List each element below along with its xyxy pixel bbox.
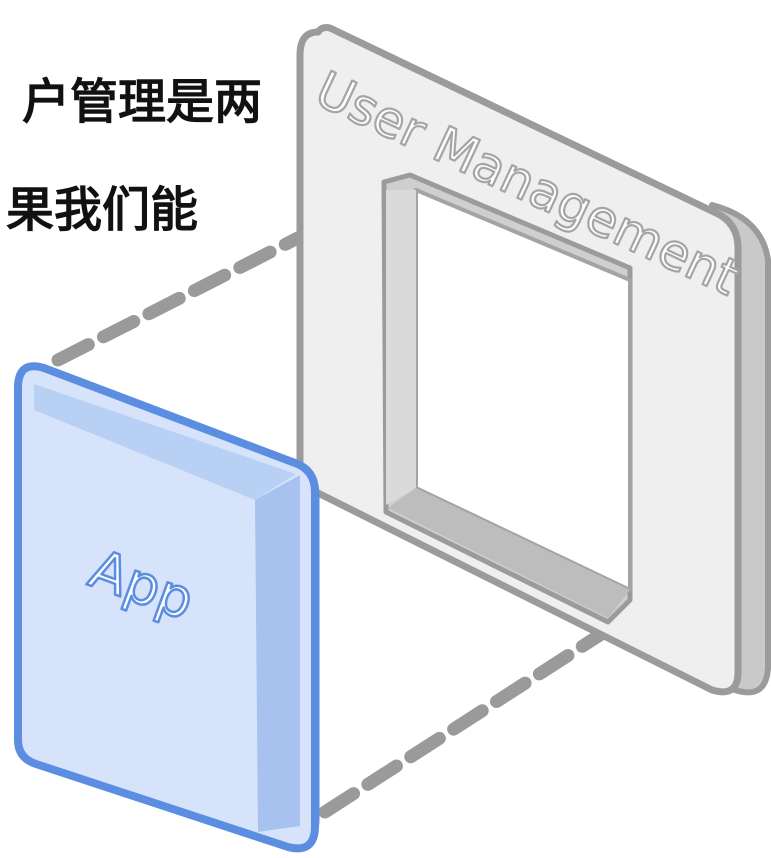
app-inner-bevel xyxy=(255,475,300,832)
app-block: App xyxy=(14,362,320,853)
app-inner-top-bevel xyxy=(34,384,296,500)
heading-line-1: 户管理是两 xyxy=(22,74,263,130)
frame-window-inner-wall xyxy=(386,190,416,505)
frame-window-inner-floor xyxy=(388,488,630,618)
user-management-frame: User Management xyxy=(296,24,771,696)
heading-line-2: 果我们能 xyxy=(6,182,199,238)
dashed-connector-bottom xyxy=(318,615,627,819)
